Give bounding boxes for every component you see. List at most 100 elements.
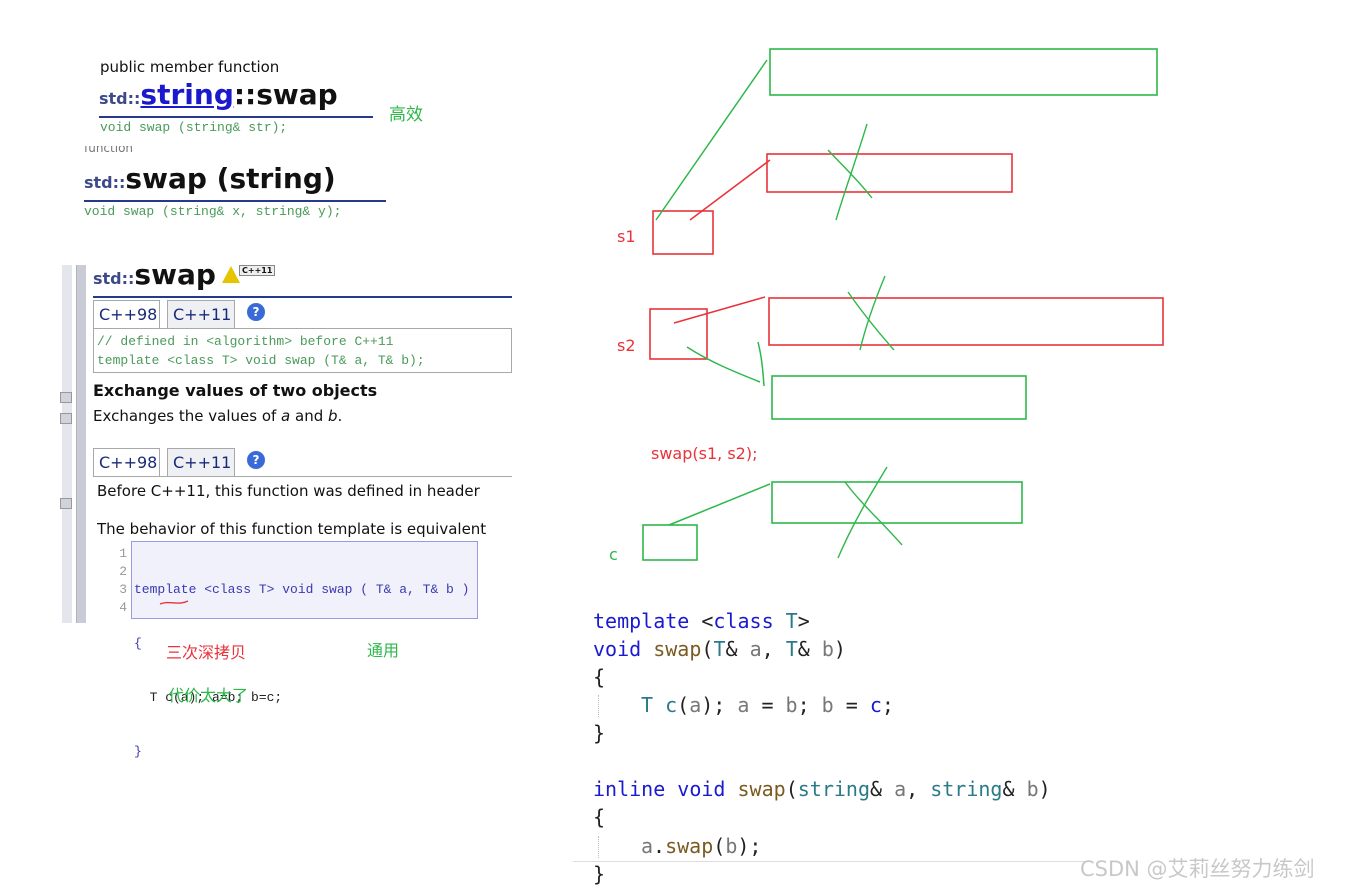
swap-string-title: std::swap (string)	[84, 162, 386, 202]
annotation-efficient: 高效	[389, 105, 423, 125]
type: T	[785, 637, 798, 661]
type: string	[797, 777, 870, 801]
code-line-4: T c(a); a = b; b = c;	[641, 693, 894, 717]
label-c: c	[609, 545, 618, 564]
equivalent-code-box	[131, 541, 478, 619]
kw: void	[593, 637, 642, 661]
annotation-too-costly: 代价太大了	[168, 686, 249, 705]
var: c	[653, 693, 678, 717]
punct: );	[737, 834, 762, 858]
punct: <	[689, 609, 714, 633]
annotation-generic: 通用	[367, 641, 400, 660]
indent-guide-1	[598, 695, 599, 717]
function-cut-label: function	[84, 146, 134, 155]
tab-cpp98-1[interactable]: C++98	[93, 300, 160, 328]
punct: &	[869, 777, 895, 801]
c-buffer	[771, 481, 1023, 524]
param: a	[737, 693, 750, 717]
tab-cpp98-2[interactable]: C++98	[93, 448, 160, 476]
line-number: 3	[119, 582, 127, 597]
type: T	[641, 693, 654, 717]
std-swap-name: swap	[134, 258, 216, 291]
code-line-5: }	[593, 721, 606, 745]
punct: );	[701, 693, 738, 717]
param: b	[821, 693, 834, 717]
line-number: 2	[119, 564, 127, 579]
sidebar-marker-3[interactable]	[60, 498, 72, 509]
label-s2: s2	[617, 336, 636, 355]
s1-cross-mark	[827, 123, 873, 221]
string-link[interactable]: string	[140, 78, 234, 111]
equivalent-code: template <class T> void swap ( T& a, T& …	[134, 545, 469, 779]
member-swap-signature: void swap (string& str);	[100, 120, 288, 135]
punct: .	[653, 834, 666, 858]
line-number: 1	[119, 546, 127, 561]
punct: (	[677, 693, 690, 717]
kw: inline	[593, 777, 666, 801]
desc-end: .	[337, 407, 343, 425]
code-line-numbers: 1 2 3 4	[113, 545, 127, 617]
punct: &	[725, 637, 750, 661]
tab-strip-2	[93, 446, 512, 477]
code-line: T c(a); a=b; b=c;	[134, 690, 283, 705]
punct: ;	[797, 693, 822, 717]
param: b	[1026, 777, 1039, 801]
tab-cpp11-1[interactable]: C++11	[167, 300, 235, 328]
type: T	[773, 609, 798, 633]
code-line: }	[134, 744, 142, 759]
editor-divider	[573, 861, 1085, 862]
fn: swap	[641, 637, 702, 661]
code-line-3: {	[593, 665, 606, 689]
s2-new-buffer	[771, 375, 1027, 420]
desc-pre: Exchanges the values of	[93, 407, 282, 425]
s1-box	[652, 210, 714, 255]
annotation-three-deep-copies: 三次深拷贝	[166, 643, 247, 662]
type: string	[930, 777, 1003, 801]
punct: )	[1038, 777, 1051, 801]
ns-prefix-3: std::	[93, 269, 135, 288]
s2-cross-mark	[847, 275, 895, 351]
punct: &	[1002, 777, 1027, 801]
punct: )	[833, 637, 846, 661]
code-line-7: {	[593, 805, 606, 829]
warning-icon	[222, 266, 240, 283]
decl-comment: // defined in <algorithm> before C++11	[97, 334, 394, 349]
exchange-heading: Exchange values of two objects	[93, 381, 378, 400]
kw: void	[665, 777, 726, 801]
swap-string-signature: void swap (string& x, string& y);	[84, 204, 342, 219]
s1-old-buffer	[766, 153, 1013, 193]
watermark: CSDN @艾莉丝努力练剑	[1080, 857, 1315, 881]
code-line-1: template <class T>	[593, 609, 810, 633]
param: b	[725, 834, 738, 858]
s2-old-buffer	[768, 297, 1164, 346]
member-function-label: public member function	[100, 58, 280, 76]
code-line-8: a.swap(b);	[641, 834, 761, 858]
swap-call-label: swap(s1, s2);	[651, 444, 758, 463]
var: c	[869, 693, 882, 717]
tab-cpp11-2[interactable]: C++11	[167, 448, 235, 476]
indent-guide-2	[598, 836, 599, 858]
sidebar-strip	[62, 265, 72, 623]
code-line: template <class T> void swap ( T& a, T& …	[134, 582, 470, 597]
punct: &	[797, 637, 822, 661]
sidebar-divider	[76, 265, 86, 623]
line-number: 4	[119, 600, 127, 615]
help-icon-1[interactable]: ?	[247, 303, 265, 321]
s2-box	[649, 308, 708, 360]
c-cross-mark	[837, 466, 903, 559]
ns-prefix-2: std::	[84, 173, 126, 192]
exchange-description: Exchanges the values of a and b.	[93, 407, 342, 425]
sidebar-marker-2[interactable]	[60, 413, 72, 424]
punct: (	[701, 637, 714, 661]
before-cpp11-text: Before C++11, this function was defined …	[97, 482, 480, 500]
param: a	[894, 777, 907, 801]
desc-a: a	[281, 407, 291, 425]
s1-red-pointer	[689, 159, 771, 221]
help-icon-2[interactable]: ?	[247, 451, 265, 469]
tab-strip-1	[93, 298, 512, 329]
fn: swap	[725, 777, 786, 801]
string-swap-title: std::string::swap	[99, 78, 373, 118]
behavior-text: The behavior of this function template i…	[97, 520, 487, 538]
sidebar-marker-1[interactable]	[60, 392, 72, 403]
